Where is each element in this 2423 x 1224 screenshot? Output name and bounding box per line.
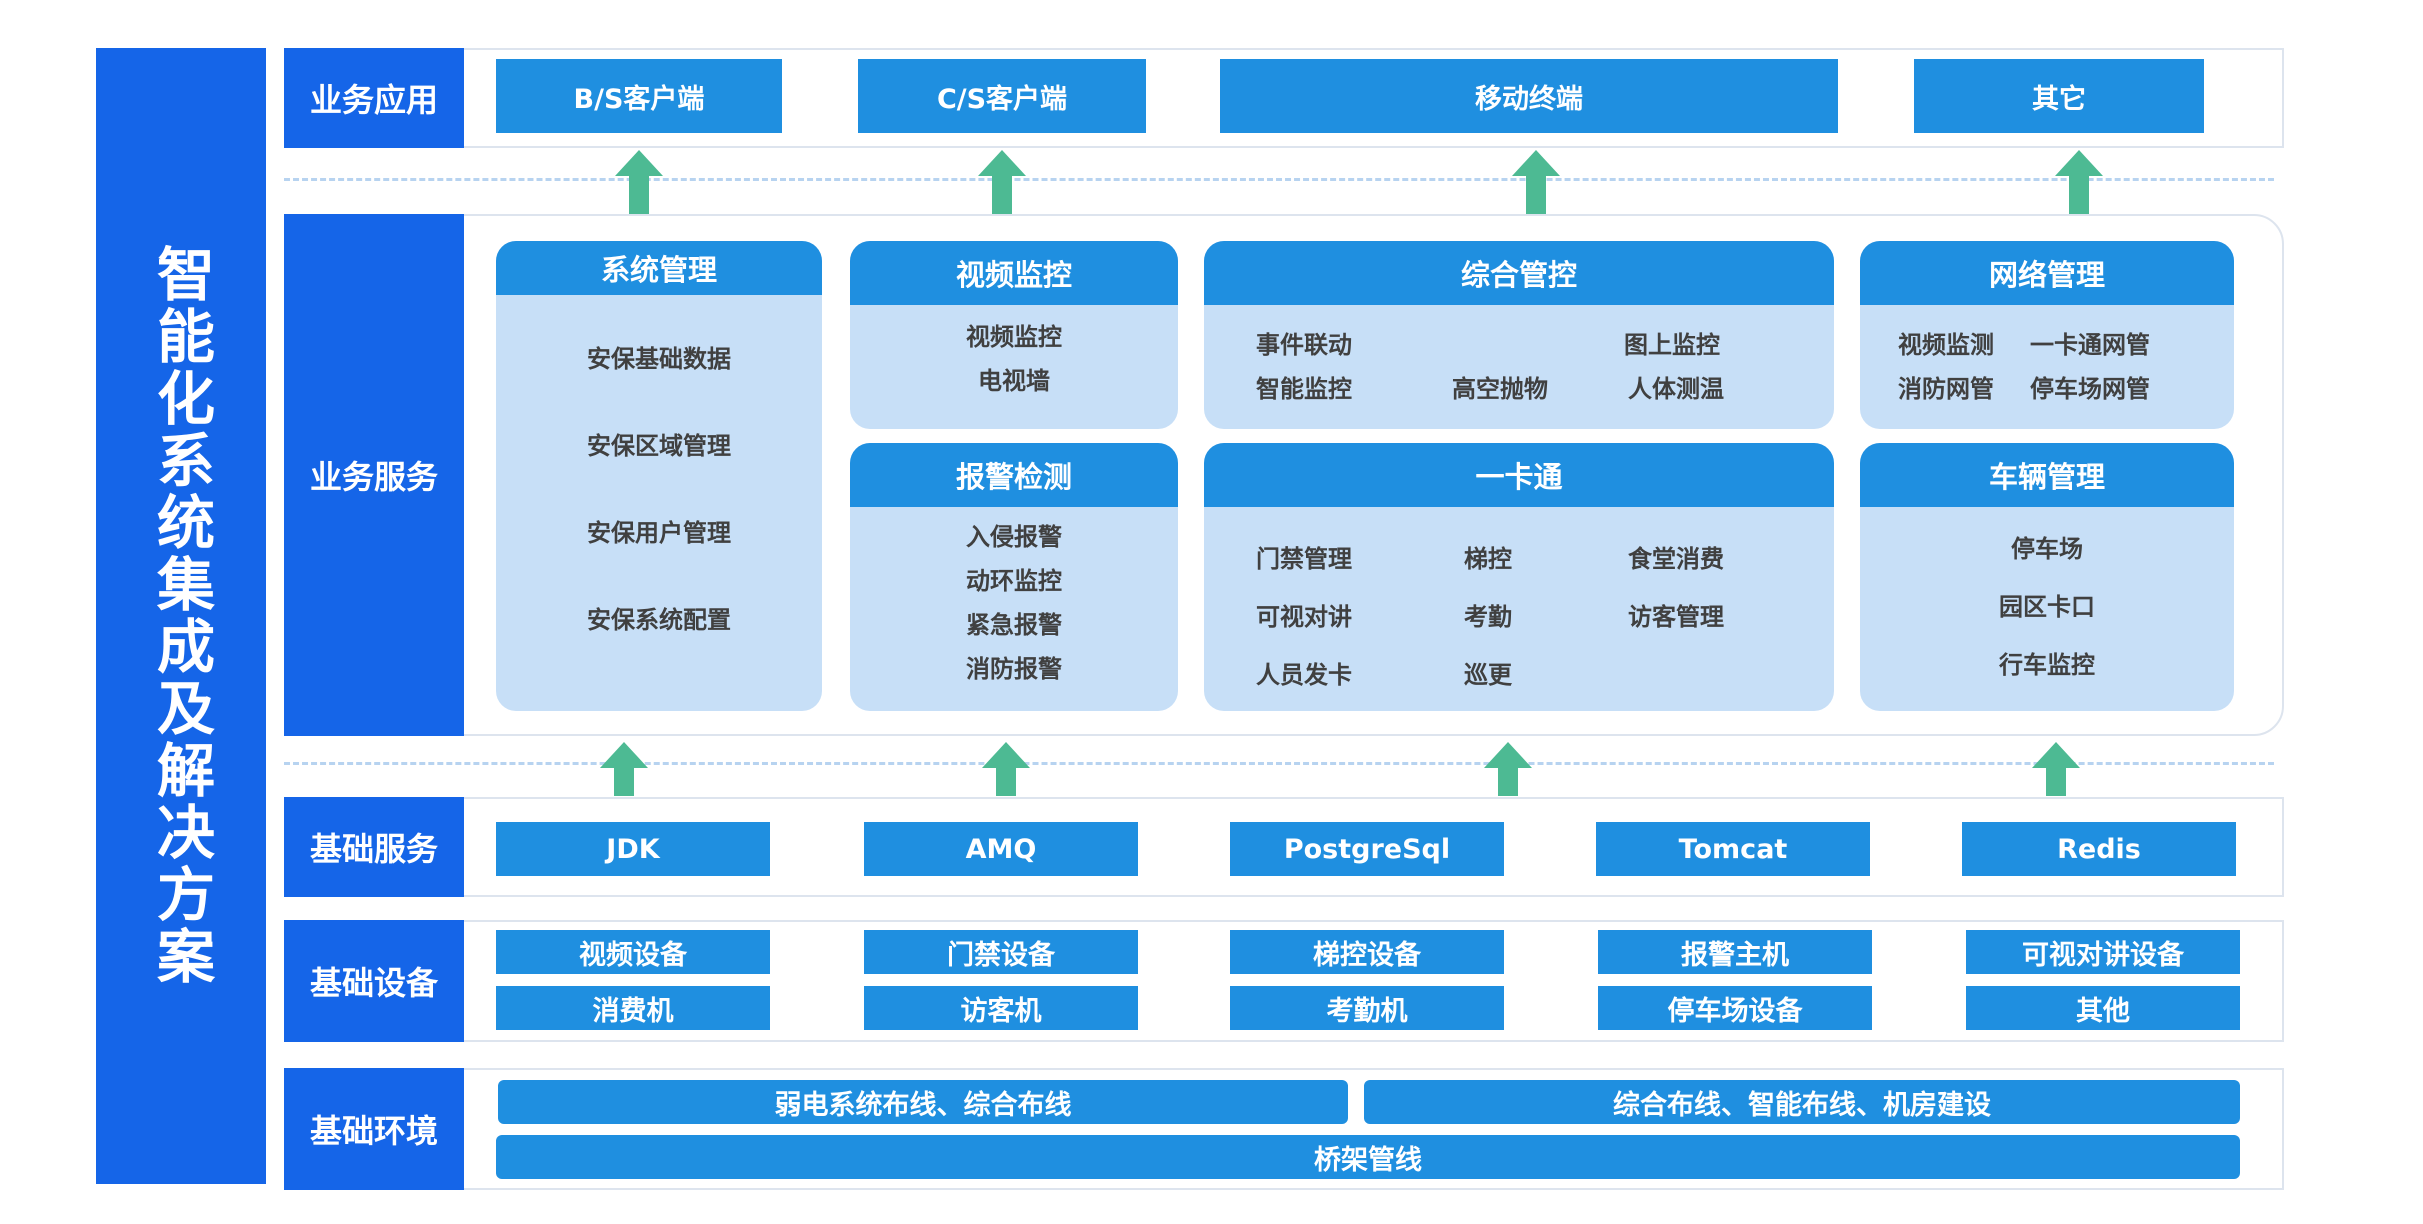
row-label-base-service: 基础服务 <box>284 797 464 897</box>
arrow-up-icon <box>1512 150 1560 226</box>
panel-alarm-detection: 报警检测 入侵报警 动环监控 紧急报警 消防报警 <box>850 443 1178 711</box>
panel-item: 动环监控 <box>966 567 1062 595</box>
arrow-up-icon <box>978 150 1026 226</box>
panel-item: 停车场网管 <box>2030 375 2150 403</box>
panel-item: 图上监控 <box>1624 331 1720 359</box>
service-tomcat: Tomcat <box>1596 822 1870 876</box>
device-elevator-control: 梯控设备 <box>1230 930 1504 974</box>
panel-item: 人员发卡 <box>1256 661 1352 689</box>
divider-dashed-1 <box>284 178 2274 181</box>
device-attendance: 考勤机 <box>1230 986 1504 1030</box>
app-other: 其它 <box>1914 59 2204 133</box>
device-pos: 消费机 <box>496 986 770 1030</box>
panel-item: 门禁管理 <box>1256 545 1352 573</box>
device-access-control: 门禁设备 <box>864 930 1138 974</box>
app-mobile-terminal: 移动终端 <box>1220 59 1838 133</box>
panel-item: 人体测温 <box>1628 375 1724 403</box>
row-label-business-app: 业务应用 <box>284 48 464 148</box>
panel-item: 行车监控 <box>1999 651 2095 679</box>
panel-video-monitoring: 视频监控 视频监控 电视墙 <box>850 241 1178 429</box>
panel-item: 食堂消费 <box>1628 545 1724 573</box>
panel-title: 系统管理 <box>496 241 822 295</box>
panel-item: 安保用户管理 <box>587 519 731 547</box>
device-video-intercom: 可视对讲设备 <box>1966 930 2240 974</box>
app-bs-client: B/S客户端 <box>496 59 782 133</box>
panel-item: 电视墙 <box>978 367 1050 395</box>
row-label-business-service: 业务服务 <box>284 214 464 736</box>
panel-item: 视频监控 <box>966 323 1062 351</box>
row-label-base-device: 基础设备 <box>284 920 464 1042</box>
panel-network-management: 网络管理 视频监测 一卡通网管 消防网管 停车场网管 <box>1860 241 2234 429</box>
arrow-up-icon <box>982 742 1030 796</box>
panel-title: 报警检测 <box>850 443 1178 507</box>
panel-item: 视频监测 <box>1898 331 1994 359</box>
panel-item: 梯控 <box>1464 545 1512 573</box>
panel-integrated-control: 综合管控 事件联动 图上监控 智能监控 高空抛物 人体测温 <box>1204 241 1834 429</box>
env-cable-tray: 桥架管线 <box>496 1135 2240 1179</box>
device-other: 其他 <box>1966 986 2240 1030</box>
panel-title: 车辆管理 <box>1860 443 2234 507</box>
main-title-bar: 智能化系统集成及解决方案 <box>96 48 266 1184</box>
panel-item: 安保区域管理 <box>587 432 731 460</box>
panel-item: 可视对讲 <box>1256 603 1352 631</box>
panel-item: 园区卡口 <box>1999 593 2095 621</box>
arrow-up-icon <box>2032 742 2080 796</box>
panel-item: 巡更 <box>1464 661 1512 689</box>
panel-item: 入侵报警 <box>966 523 1062 551</box>
service-redis: Redis <box>1962 822 2236 876</box>
panel-item: 消防报警 <box>966 655 1062 683</box>
panel-system-management: 系统管理 安保基础数据 安保区域管理 安保用户管理 安保系统配置 <box>496 241 822 711</box>
panel-item: 高空抛物 <box>1452 375 1548 403</box>
row-label-base-env: 基础环境 <box>284 1068 464 1190</box>
device-visitor: 访客机 <box>864 986 1138 1030</box>
arrow-up-icon <box>600 742 648 796</box>
device-alarm-host: 报警主机 <box>1598 930 1872 974</box>
panel-vehicle-management: 车辆管理 停车场 园区卡口 行车监控 <box>1860 443 2234 711</box>
device-video: 视频设备 <box>496 930 770 974</box>
arrow-up-icon <box>615 150 663 226</box>
service-amq: AMQ <box>864 822 1138 876</box>
panel-title: 视频监控 <box>850 241 1178 305</box>
panel-item: 一卡通网管 <box>2030 331 2150 359</box>
panel-item: 智能监控 <box>1256 375 1352 403</box>
panel-item: 消防网管 <box>1898 375 1994 403</box>
panel-item: 考勤 <box>1464 603 1512 631</box>
panel-one-card: 一卡通 门禁管理 梯控 食堂消费 可视对讲 考勤 访客管理 人员发卡 巡更 <box>1204 443 1834 711</box>
panel-title: 综合管控 <box>1204 241 1834 305</box>
panel-item: 紧急报警 <box>966 611 1062 639</box>
panel-item: 停车场 <box>2011 535 2083 563</box>
panel-item: 访客管理 <box>1628 603 1724 631</box>
arrow-up-icon <box>2055 150 2103 226</box>
env-datacenter-construction: 综合布线、智能布线、机房建设 <box>1364 1080 2240 1124</box>
env-weak-current-cabling: 弱电系统布线、综合布线 <box>498 1080 1348 1124</box>
panel-item: 安保系统配置 <box>587 606 731 634</box>
arrow-up-icon <box>1484 742 1532 796</box>
panel-title: 一卡通 <box>1204 443 1834 507</box>
device-parking: 停车场设备 <box>1598 986 1872 1030</box>
app-cs-client: C/S客户端 <box>858 59 1146 133</box>
service-jdk: JDK <box>496 822 770 876</box>
main-title: 智能化系统集成及解决方案 <box>147 244 215 988</box>
service-postgresql: PostgreSql <box>1230 822 1504 876</box>
panel-item: 安保基础数据 <box>587 345 731 373</box>
panel-title: 网络管理 <box>1860 241 2234 305</box>
panel-item: 事件联动 <box>1256 331 1352 359</box>
divider-dashed-2 <box>284 762 2274 765</box>
